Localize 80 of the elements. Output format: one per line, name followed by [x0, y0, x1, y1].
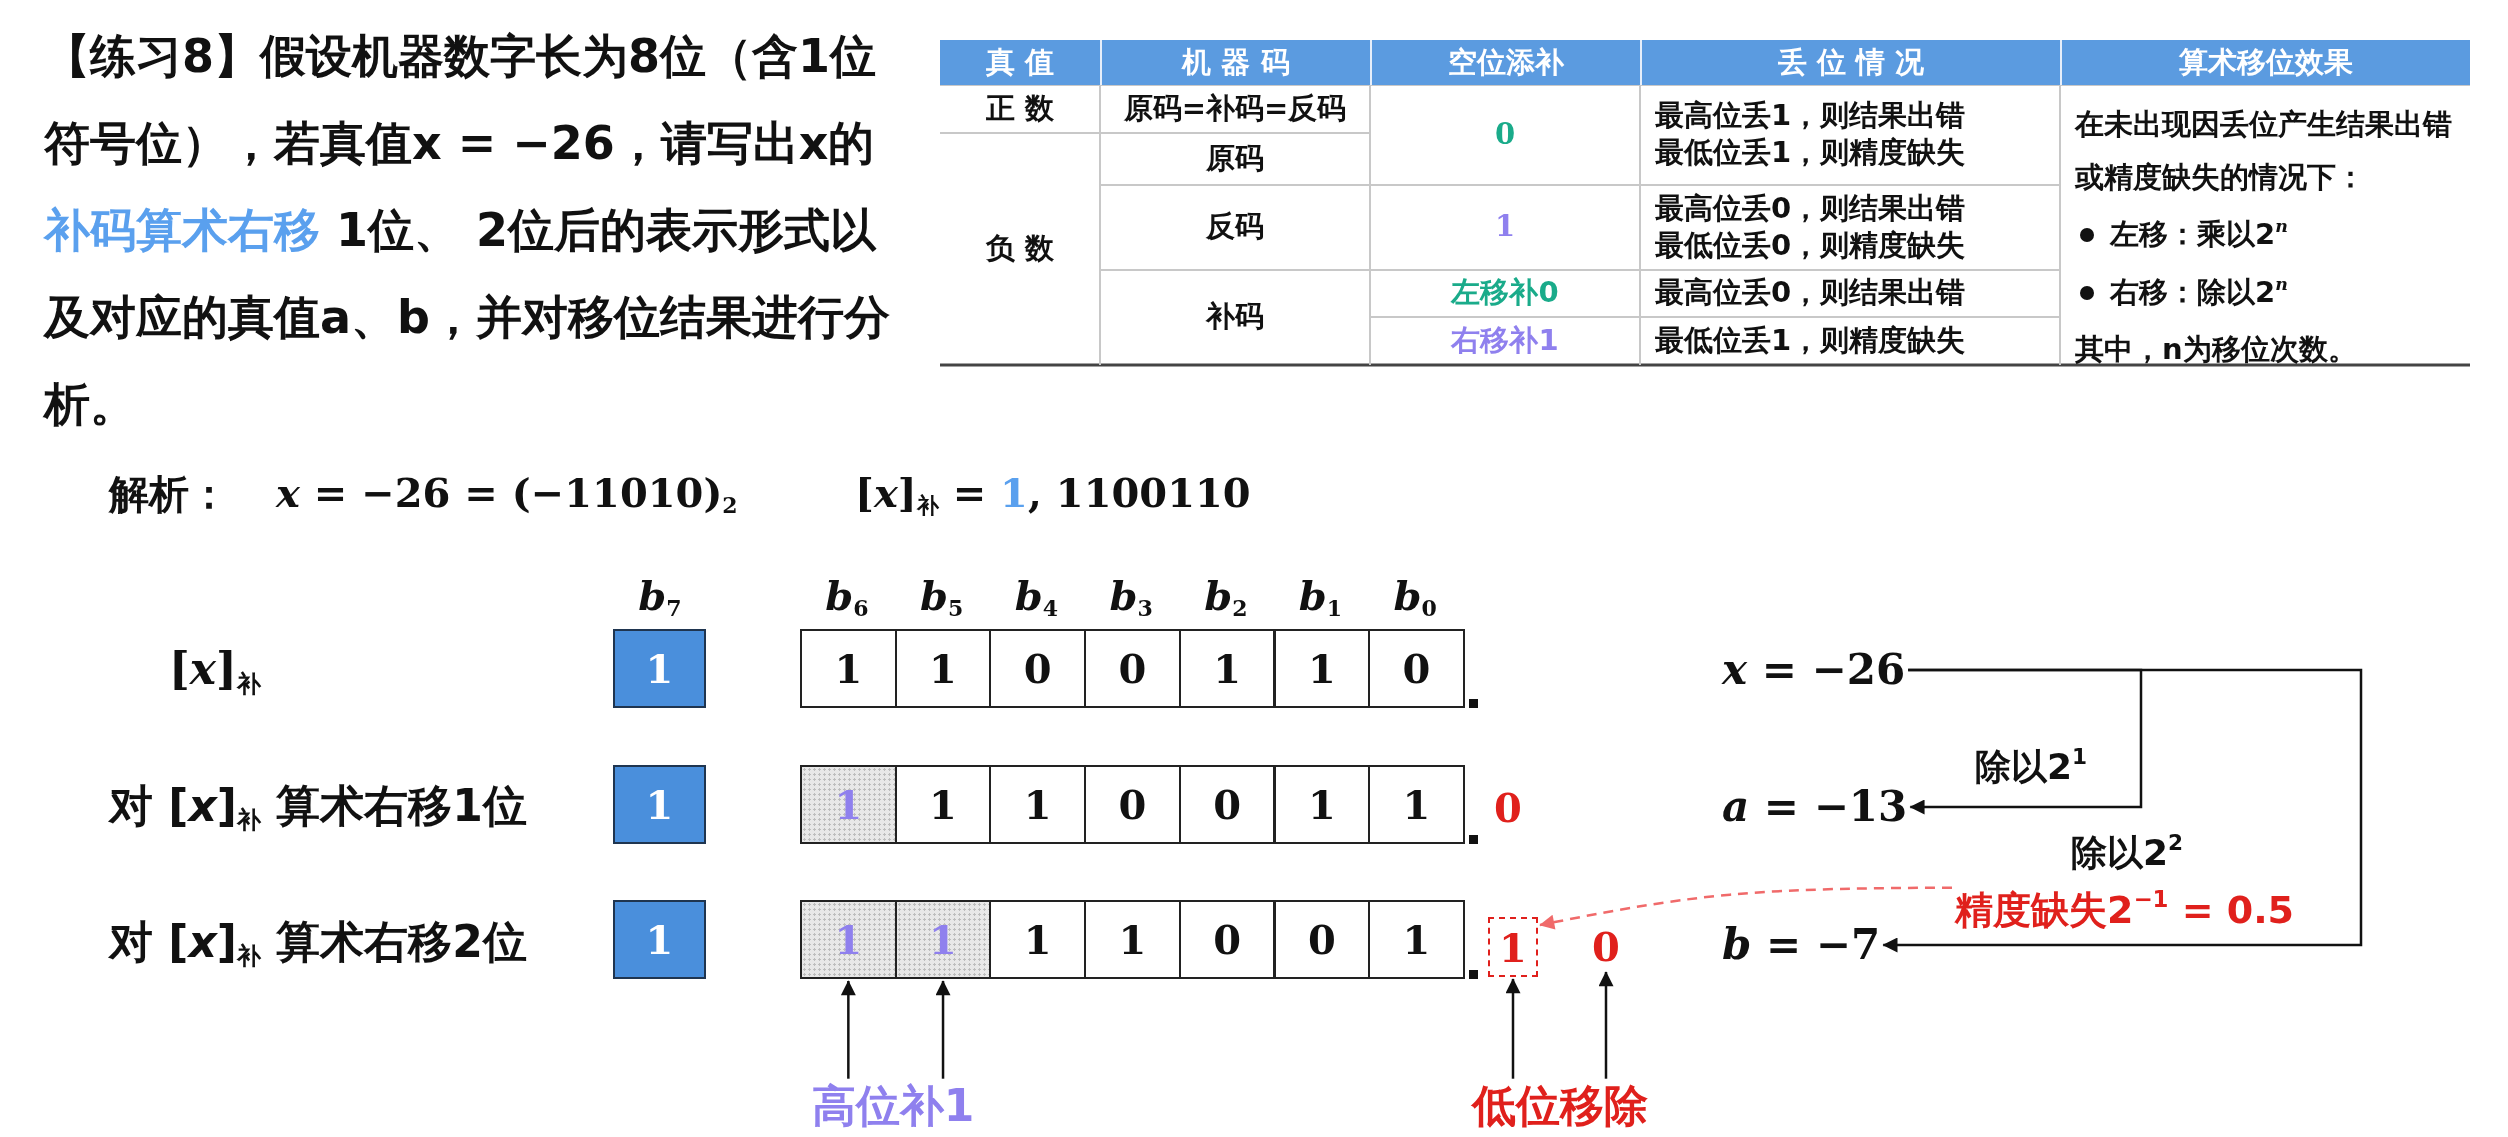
padded-bit-cell: 1 — [894, 900, 992, 979]
bit-cell: 1 — [989, 765, 1087, 844]
bit-cell: 0 — [1273, 900, 1371, 979]
code-type-text: 补码 — [1206, 300, 1264, 334]
formula: x = −26 = (−11010)$_{2}$ — [276, 469, 738, 519]
bit-cell: 0 — [1368, 629, 1465, 708]
code-type-text: 原码=补码=反码 — [1123, 92, 1347, 126]
precision-loss-note: 精度缺失2$^{−1}$ = 0.5 — [1955, 885, 2295, 933]
bit-cell: 1 — [989, 900, 1087, 979]
bit-loss-text: 最低位丢0，则精度缺失 — [1655, 229, 1966, 263]
bit-cell: 1 — [1368, 900, 1465, 979]
bit-cell: 0 — [1178, 765, 1276, 844]
value-equation: b = −7 — [1722, 920, 1881, 970]
bit-cell: 1 — [894, 629, 992, 708]
bit-position-label: b$_{1}$ — [1298, 572, 1343, 622]
row-header: 正 数 — [985, 92, 1055, 126]
padding-rule-text: 右移补1 — [1451, 324, 1559, 358]
bit-cell: 1 — [1273, 629, 1371, 708]
row-header: 负 数 — [985, 232, 1055, 266]
bit-cell: 0 — [1084, 629, 1181, 708]
bit-position-label: b$_{2}$ — [1204, 572, 1248, 622]
column-header: 丢 位 情 况 — [1640, 40, 2060, 85]
bit-position-label: b$_{4}$ — [1014, 572, 1059, 622]
callout-label: 低位移除 — [1472, 1080, 1648, 1132]
bit-cell: 0 — [989, 629, 1087, 708]
solution-heading: 解析： — [109, 471, 229, 517]
bit-loss-text: 最高位丢0，则结果出错 — [1655, 276, 1966, 310]
note-text: 其中，n为移位次数。 — [2075, 333, 2357, 367]
padding-value-text: 0 — [1494, 118, 1516, 152]
rule-text: 右移：除以2$^{n}$ — [2110, 273, 2288, 311]
leader-arrow — [935, 980, 951, 1079]
bit-loss-text: 最低位丢1，则精度缺失 — [1655, 136, 1966, 170]
bit-position-label: b$_{0}$ — [1393, 572, 1437, 622]
bit-cell: 1 — [1084, 900, 1181, 979]
code-type-text: 原码 — [1206, 142, 1264, 176]
elbow-arrow — [1908, 668, 2143, 815]
bit-position-label: b$_{6}$ — [825, 572, 869, 622]
note-text: 在未出现因丢位产生结果出错或精度缺失的情况下： — [2075, 106, 2453, 196]
bit-cell: 0 — [1178, 900, 1276, 979]
padding-value-text: 1 — [1494, 210, 1516, 244]
bit-position-label: b$_{7}$ — [638, 572, 682, 622]
column-header: 算术移位效果 — [2060, 40, 2470, 85]
code-type-text: 反码 — [1206, 210, 1264, 244]
rule-text: 左移：乘以2$^{n}$ — [2110, 215, 2288, 253]
bit-loss-text: 最低位丢1，则精度缺失 — [1655, 324, 1966, 358]
value-equation: a = −13 — [1722, 782, 1908, 832]
column-header: 真 值 — [940, 40, 1100, 85]
elbow-arrow — [1882, 668, 2363, 953]
leader-arrow — [1598, 971, 1614, 1079]
sign-bit-cell: 1 — [613, 900, 706, 979]
bit-cell: 1 — [1273, 765, 1371, 844]
bit-cell: 0 — [1084, 765, 1181, 844]
padded-bit-cell: 1 — [800, 765, 897, 844]
bit-position-label: b$_{5}$ — [920, 572, 964, 622]
shifted-out-bit-box: 1 — [1488, 917, 1538, 977]
bit-loss-text: 最高位丢0，则结果出错 — [1655, 192, 1966, 226]
shifted-out-bit: 0 — [1494, 785, 1522, 831]
formula: [x]$_{补}$ = 1, 1100110 — [855, 469, 1251, 519]
leader-arrow — [1505, 978, 1521, 1079]
dashed-arrow — [1539, 886, 1952, 930]
bit-cell: 1 — [1368, 765, 1465, 844]
sign-bit-cell: 1 — [613, 629, 706, 708]
bit-cell: 1 — [894, 765, 992, 844]
bit-loss-text: 最高位丢1，则结果出错 — [1655, 99, 1966, 133]
padded-bit-cell: 1 — [800, 900, 897, 979]
bit-cell: 1 — [1178, 629, 1276, 708]
leader-arrow — [840, 980, 856, 1079]
row-label: 对 [x]$_{补}$ 算术右移1位 — [109, 780, 527, 836]
column-header: 机 器 码 — [1100, 40, 1370, 85]
question-text: 【练习8】假设机器数字长为8位（含1位符号位），若真值x = −26，请写出x的补码算术右移 1位、 2位后的表示形式以及对应的真值a、b，并对移位结果进行分析。 — [44, 28, 891, 433]
sign-bit-cell: 1 — [613, 765, 706, 844]
padding-rule-text: 左移补0 — [1451, 276, 1559, 310]
shifted-out-bit: 0 — [1592, 924, 1620, 970]
bit-cell: 1 — [800, 629, 897, 708]
value-equation: x = −26 — [1722, 645, 1906, 695]
row-label: 对 [x]$_{补}$ 算术右移2位 — [109, 916, 527, 972]
column-header: 空位添补 — [1370, 40, 1640, 85]
bit-position-label: b$_{3}$ — [1109, 572, 1153, 622]
row-label: [x]$_{补}$ — [169, 644, 261, 698]
callout-label: 高位补1 — [811, 1080, 975, 1132]
